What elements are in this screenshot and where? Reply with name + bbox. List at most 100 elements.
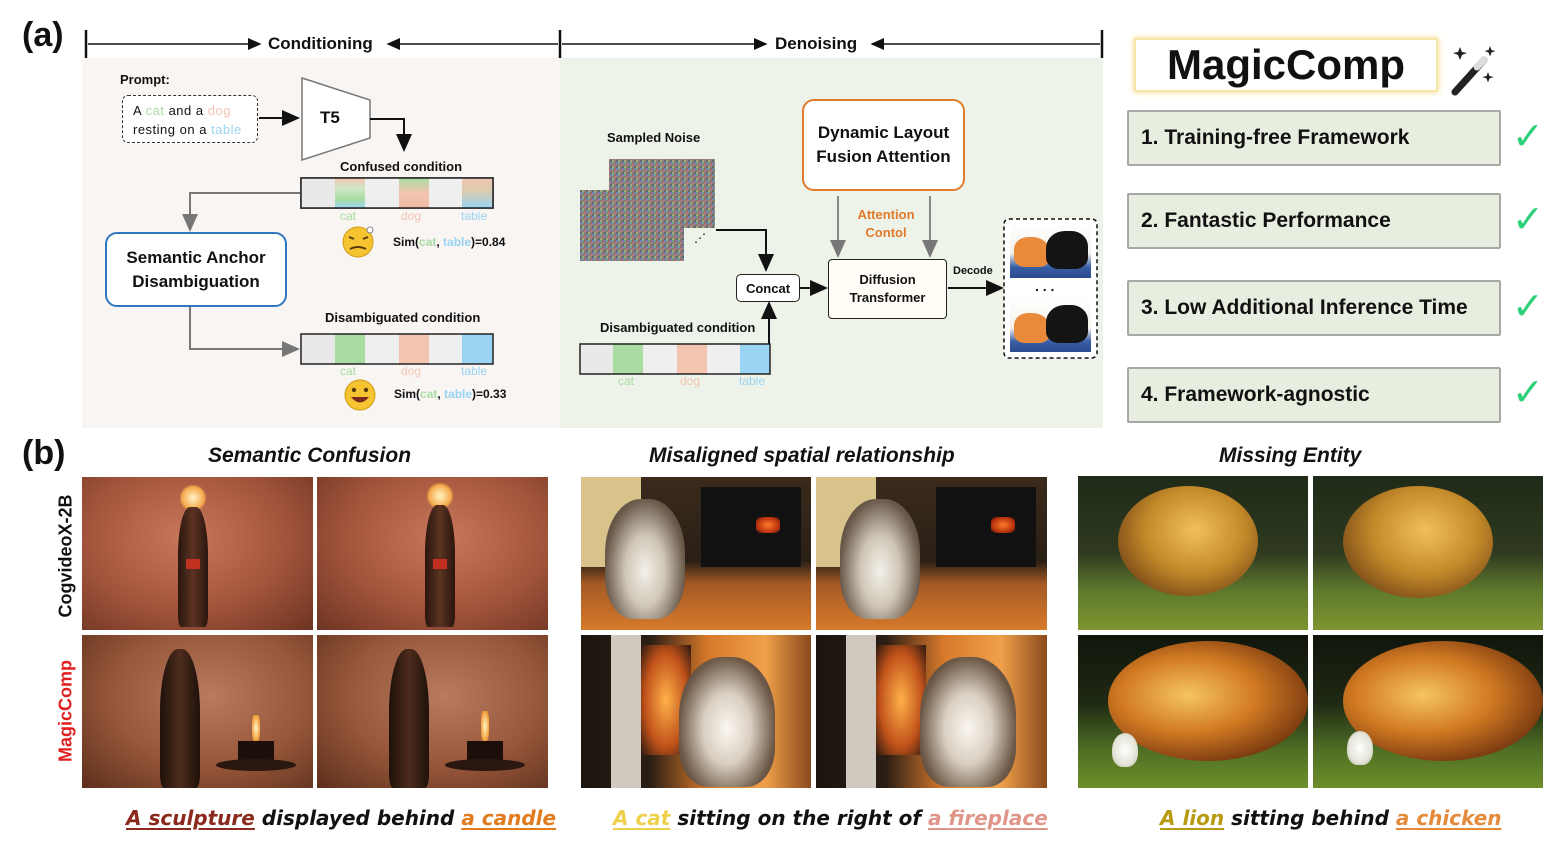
token-label-dog: dog: [680, 374, 701, 388]
happy-emoji: [344, 379, 376, 411]
t5-label: T5: [320, 108, 340, 127]
row-label-magiccomp: MagicComp: [55, 659, 76, 763]
caption-lion: A lion sitting behind a chicken: [1160, 806, 1502, 830]
prompt-word: and a: [168, 103, 204, 118]
video-frame-sculpture-baseline-2: [317, 477, 548, 630]
sim-a: cat: [420, 387, 438, 401]
video-frame-cat-baseline-2: [816, 477, 1047, 630]
prompt-word: A: [133, 103, 142, 118]
sim-confused: Sim(cat, table)=0.84: [393, 235, 505, 249]
video-frame-lion-ours-2: [1313, 635, 1543, 788]
video-frame-cat-ours-2: [816, 635, 1047, 788]
caption-text: sitting behind: [1224, 806, 1396, 830]
check-icon: ✓: [1512, 116, 1544, 158]
feature-4: 4. Framework-agnostic: [1127, 367, 1501, 423]
sim-b: table: [443, 235, 472, 249]
dynamic-layout-fusion-attention-box: Dynamic Layout Fusion Attention: [802, 99, 965, 191]
sim-pre: Sim(: [393, 235, 420, 249]
token-label-cat: cat: [340, 209, 357, 223]
caption-cat: A cat sitting on the right of a fireplac…: [613, 806, 1048, 830]
video-frame-sculpture-baseline-1: [82, 477, 313, 630]
prompt-entity-cat: cat: [145, 103, 165, 118]
label-b: (b): [22, 434, 66, 472]
caption-entity-2: a candle: [461, 806, 557, 830]
prompt-entity-table: table: [211, 122, 242, 137]
attention-control-label: Attention Contol: [846, 206, 926, 242]
sim-disambiguated: Sim(cat, table)=0.33: [394, 387, 506, 401]
disambiguated-condition-strip-2: [579, 343, 771, 375]
sim-post: )=0.33: [472, 387, 507, 401]
caption-entity-2: a chicken: [1395, 806, 1502, 830]
row-label-cogvideox: CogvideoX-2B: [55, 494, 76, 618]
token-label-dog: dog: [401, 209, 422, 223]
output-dots: . . .: [1035, 278, 1055, 294]
sim-sep: ,: [436, 235, 444, 249]
caption-text: displayed behind: [254, 806, 462, 830]
confused-condition-label: Confused condition: [340, 159, 463, 174]
sad-line1: Semantic Anchor: [126, 247, 266, 267]
output-frame-1: [1010, 223, 1091, 278]
video-frame-sculpture-ours-2: [317, 635, 548, 788]
feature-2: 2. Fantastic Performance: [1127, 193, 1501, 249]
dlfa-line1: Dynamic Layout: [817, 123, 950, 142]
prompt-label: Prompt:: [120, 72, 170, 87]
sampled-noise-label: Sampled Noise: [607, 130, 701, 145]
sampled-noise-image: [580, 159, 715, 261]
output-frame-2: [1010, 299, 1091, 352]
caption-text: sitting on the right of: [670, 806, 929, 830]
sim-a: cat: [419, 235, 437, 249]
semantic-anchor-disambiguation-box: Semantic Anchor Disambiguation: [105, 232, 287, 307]
check-icon: ✓: [1512, 372, 1544, 414]
dlfa-line2: Fusion Attention: [816, 147, 951, 166]
caption-sculpture: A sculpture displayed behind a candle: [126, 806, 556, 830]
disambiguated-condition-label: Disambiguated condition: [325, 310, 481, 325]
prompt-box: A cat and a dog resting on a table: [122, 95, 258, 143]
disambiguated-condition-strip: [300, 333, 494, 365]
video-frame-lion-ours-1: [1078, 635, 1308, 788]
video-frame-lion-baseline-2: [1313, 476, 1543, 630]
video-frame-sculpture-ours-1: [82, 635, 313, 788]
token-label-dog: dog: [401, 364, 422, 378]
sim-post: )=0.84: [471, 235, 506, 249]
denoising-title: Denoising: [775, 34, 858, 53]
video-frame-cat-ours-1: [581, 635, 811, 788]
token-label-table: table: [461, 364, 488, 378]
section-title-missing-entity: Missing Entity: [1219, 444, 1362, 467]
token-label-cat: cat: [340, 364, 357, 378]
prompt-entity-dog: dog: [207, 103, 231, 118]
magic-wand-icon: [1451, 46, 1496, 96]
attn-line1: Attention: [857, 207, 915, 222]
sim-sep: ,: [437, 387, 445, 401]
video-frame-lion-baseline-1: [1078, 476, 1308, 630]
caption-entity-1: A sculpture: [126, 806, 255, 830]
prompt-word: resting on a: [133, 122, 207, 137]
sad-line2: Disambiguation: [132, 271, 260, 291]
video-frame-cat-baseline-1: [581, 477, 811, 630]
concat-box: Concat: [736, 274, 800, 302]
diffusion-transformer-box: Diffusion Transformer: [828, 259, 947, 319]
feature-3: 3. Low Additional Inference Time: [1127, 280, 1501, 336]
check-icon: ✓: [1512, 199, 1544, 241]
confused-condition-strip: [300, 177, 494, 209]
disambiguated-condition-label-2: Disambiguated condition: [600, 320, 756, 335]
token-label-table: table: [739, 374, 766, 388]
caption-entity-1: A lion: [1160, 806, 1225, 830]
sim-b: table: [444, 387, 473, 401]
svg-text:⋰: ⋰: [694, 231, 706, 245]
check-icon: ✓: [1512, 286, 1544, 328]
attn-line2: Contol: [865, 225, 907, 240]
token-label-table: table: [461, 209, 488, 223]
feature-1: 1. Training-free Framework: [1127, 110, 1501, 166]
caption-entity-1: A cat: [613, 806, 671, 830]
label-a: (a): [22, 16, 64, 54]
token-label-cat: cat: [618, 374, 635, 388]
magiccomp-logo: MagicComp: [1134, 38, 1438, 92]
dit-line1: Diffusion: [859, 272, 916, 287]
dit-line2: Transformer: [849, 290, 926, 305]
section-title-semantic-confusion: Semantic Confusion: [208, 444, 412, 467]
section-title-misaligned-spatial: Misaligned spatial relationship: [649, 444, 955, 467]
decode-label: Decode: [953, 265, 993, 277]
conditioning-title: Conditioning: [268, 34, 373, 53]
caption-entity-2: a fireplace: [928, 806, 1048, 830]
